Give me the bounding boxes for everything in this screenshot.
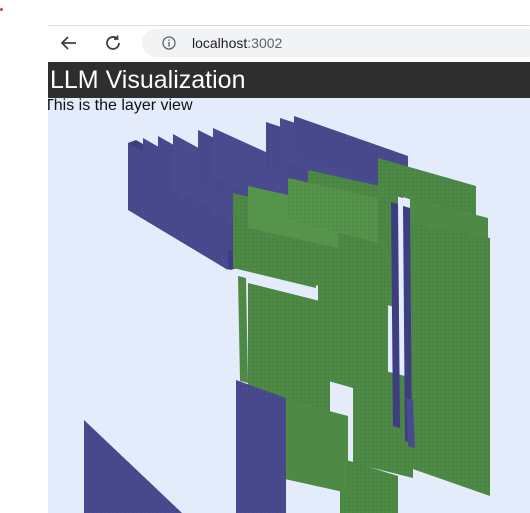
back-button[interactable] bbox=[56, 30, 82, 56]
address-bar[interactable]: localhost:3002 bbox=[142, 29, 530, 57]
green-layer bbox=[280, 398, 348, 493]
info-icon[interactable] bbox=[162, 36, 176, 50]
purple-layer-group-front bbox=[84, 380, 286, 513]
purple-bar bbox=[391, 202, 400, 428]
corner-marker bbox=[0, 8, 3, 11]
app-header: LLM Visualization bbox=[48, 62, 530, 98]
layer-view-canvas[interactable]: This is the layer view bbox=[48, 98, 530, 513]
reload-button[interactable] bbox=[100, 30, 126, 56]
url-port: :3002 bbox=[247, 35, 283, 51]
purple-bar-group bbox=[391, 202, 415, 448]
layer-view-subtitle: This is the layer view bbox=[48, 98, 193, 114]
green-layer-group bbox=[233, 158, 490, 513]
page-title: LLM Visualization bbox=[50, 66, 246, 94]
reload-icon bbox=[106, 35, 120, 50]
purple-bar bbox=[403, 206, 412, 443]
browser-toolbar: localhost:3002 bbox=[48, 25, 530, 59]
url-host: localhost bbox=[192, 35, 248, 51]
url-text[interactable]: localhost:3002 bbox=[192, 35, 282, 51]
layer-3d-scene[interactable] bbox=[48, 98, 530, 513]
green-layer bbox=[238, 276, 248, 383]
arrow-left-icon bbox=[60, 36, 76, 50]
purple-bar bbox=[406, 398, 415, 448]
